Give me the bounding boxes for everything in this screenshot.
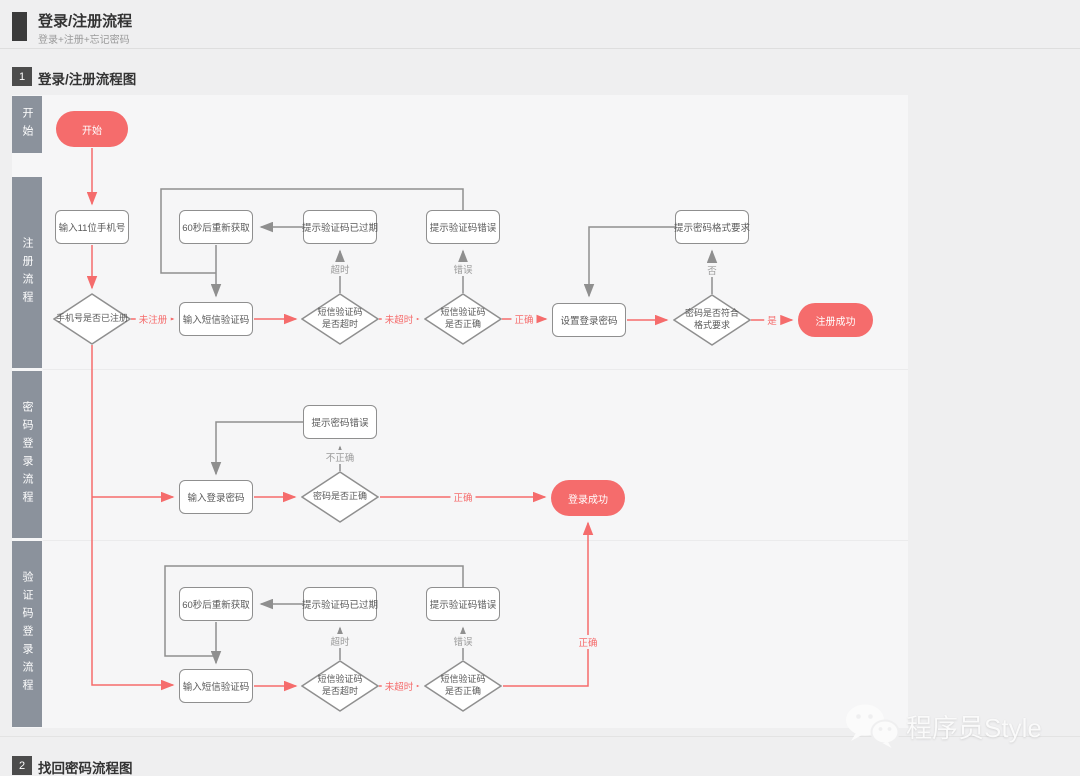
- node-sms-correct-reg-label: 短信验证码 是否正确: [440, 307, 486, 329]
- diamond-shape: [673, 294, 751, 346]
- edge-label-not-registered: 未注册: [135, 312, 171, 326]
- node-sms-correct-reg: 短信验证码 是否正确: [424, 293, 502, 345]
- node-phone-registered: 手机号是否已注册: [53, 293, 131, 345]
- node-sms-timeout-ver-label: 短信验证码 是否超时: [317, 674, 363, 696]
- node-resend-60s-reg: 60秒后重新获取: [179, 210, 253, 244]
- edge-label-not-timeout-reg: 未超时: [381, 312, 417, 326]
- wechat-icon: [846, 704, 900, 748]
- lane-password-login-label: 密码登录流程: [21, 400, 33, 509]
- edge-label-no: 否: [704, 263, 720, 277]
- node-start: 开始: [56, 111, 128, 147]
- node-login-success-label: 登录成功: [568, 494, 608, 506]
- diamond-shape: [424, 293, 502, 345]
- node-pwd-format-prompt: 提示密码格式要求: [674, 210, 751, 244]
- lane-register-label: 注册流程: [21, 236, 33, 309]
- lane-divider: [43, 369, 908, 370]
- node-sms-timeout-ver: 短信验证码 是否超时: [301, 660, 379, 712]
- node-enter-phone-label: 输入11位手机号: [58, 223, 126, 234]
- lane-start: 开始: [12, 96, 42, 153]
- node-pwd-error-prompt: 提示密码错误: [303, 405, 377, 439]
- node-code-error-reg-label: 提示验证码错误: [429, 223, 497, 234]
- node-pwd-correct-label: 密码是否正确: [312, 491, 367, 502]
- lane-code-login: 验证码登录流程: [12, 541, 42, 727]
- edge-label-correct-reg: 正确: [511, 312, 537, 326]
- diamond-shape: [53, 293, 131, 345]
- edge-label-correct-ver: 正确: [575, 635, 601, 649]
- node-code-error-reg: 提示验证码错误: [426, 210, 500, 244]
- node-enter-sms-ver: 输入短信验证码: [179, 669, 253, 703]
- node-pwd-format-prompt-label: 提示密码格式要求: [674, 223, 751, 234]
- node-resend-60s-ver: 60秒后重新获取: [179, 587, 253, 621]
- header-divider: [0, 48, 1080, 49]
- node-code-expired-reg: 提示验证码已过期: [302, 210, 379, 244]
- node-enter-login-pwd-label: 输入登录密码: [187, 493, 245, 504]
- page-title: 登录/注册流程: [38, 13, 133, 30]
- section2-title: 找回密码流程图: [38, 761, 133, 776]
- diamond-shape: [301, 660, 379, 712]
- node-sms-timeout-reg: 短信验证码 是否超时: [301, 293, 379, 345]
- node-phone-registered-label: 手机号是否已注册: [55, 313, 128, 324]
- node-register-success-label: 注册成功: [815, 316, 856, 328]
- node-enter-sms-reg: 输入短信验证码: [179, 302, 253, 336]
- edge-label-timeout-ver: 超时: [327, 634, 353, 648]
- node-sms-correct-ver-label: 短信验证码 是否正确: [440, 674, 486, 696]
- node-resend-60s-ver-label: 60秒后重新获取: [182, 600, 250, 611]
- section-divider: [0, 736, 1080, 737]
- diamond-shape: [301, 471, 379, 523]
- node-code-error-ver-label: 提示验证码错误: [429, 600, 497, 611]
- section1-number: 1: [12, 67, 32, 86]
- node-enter-phone: 输入11位手机号: [55, 210, 129, 244]
- diamond-shape: [424, 660, 502, 712]
- node-sms-correct-ver: 短信验证码 是否正确: [424, 660, 502, 712]
- node-start-label: 开始: [82, 125, 102, 137]
- lane-register: 注册流程: [12, 177, 42, 368]
- node-sms-timeout-reg-label: 短信验证码 是否超时: [317, 307, 363, 329]
- edge-label-not-timeout-ver: 未超时: [381, 679, 417, 693]
- edge-label-yes: 是: [764, 313, 780, 327]
- node-set-password: 设置登录密码: [552, 303, 626, 337]
- edge-label-timeout-reg: 超时: [327, 262, 353, 276]
- page-subtitle: 登录+注册+忘记密码: [38, 35, 130, 46]
- node-code-error-ver: 提示验证码错误: [426, 587, 500, 621]
- edge-label-error-reg: 错误: [450, 262, 476, 276]
- lane-divider: [43, 540, 908, 541]
- watermark-text: 程序员Style: [906, 712, 1042, 743]
- lane-start-label: 开始: [21, 106, 33, 143]
- lane-password-login: 密码登录流程: [12, 371, 42, 538]
- node-pwd-format-check: 密码是否符合 格式要求: [673, 294, 751, 346]
- node-enter-sms-reg-label: 输入短信验证码: [182, 315, 250, 326]
- node-code-expired-ver: 提示验证码已过期: [302, 587, 379, 621]
- title-marker: [12, 12, 27, 41]
- edge-label-incorrect: 不正确: [322, 450, 358, 464]
- lane-code-login-label: 验证码登录流程: [21, 571, 33, 697]
- node-code-expired-reg-label: 提示验证码已过期: [302, 223, 379, 234]
- node-pwd-format-check-label: 密码是否符合 格式要求: [684, 308, 739, 330]
- section2-number: 2: [12, 756, 32, 775]
- node-register-success: 注册成功: [798, 303, 873, 337]
- watermark: 程序员Style: [843, 701, 1042, 751]
- node-set-password-label: 设置登录密码: [560, 316, 618, 327]
- edge-label-correct-pwd: 正确: [450, 490, 476, 504]
- section1-title: 登录/注册流程图: [38, 72, 137, 87]
- node-enter-sms-ver-label: 输入短信验证码: [182, 682, 250, 693]
- node-login-success: 登录成功: [551, 480, 625, 516]
- diamond-shape: [301, 293, 379, 345]
- node-code-expired-ver-label: 提示验证码已过期: [302, 600, 379, 611]
- node-resend-60s-reg-label: 60秒后重新获取: [182, 223, 250, 234]
- edge-label-error-ver: 错误: [450, 634, 476, 648]
- node-pwd-error-prompt-label: 提示密码错误: [311, 418, 369, 429]
- node-enter-login-pwd: 输入登录密码: [179, 480, 253, 514]
- node-pwd-correct: 密码是否正确: [301, 471, 379, 523]
